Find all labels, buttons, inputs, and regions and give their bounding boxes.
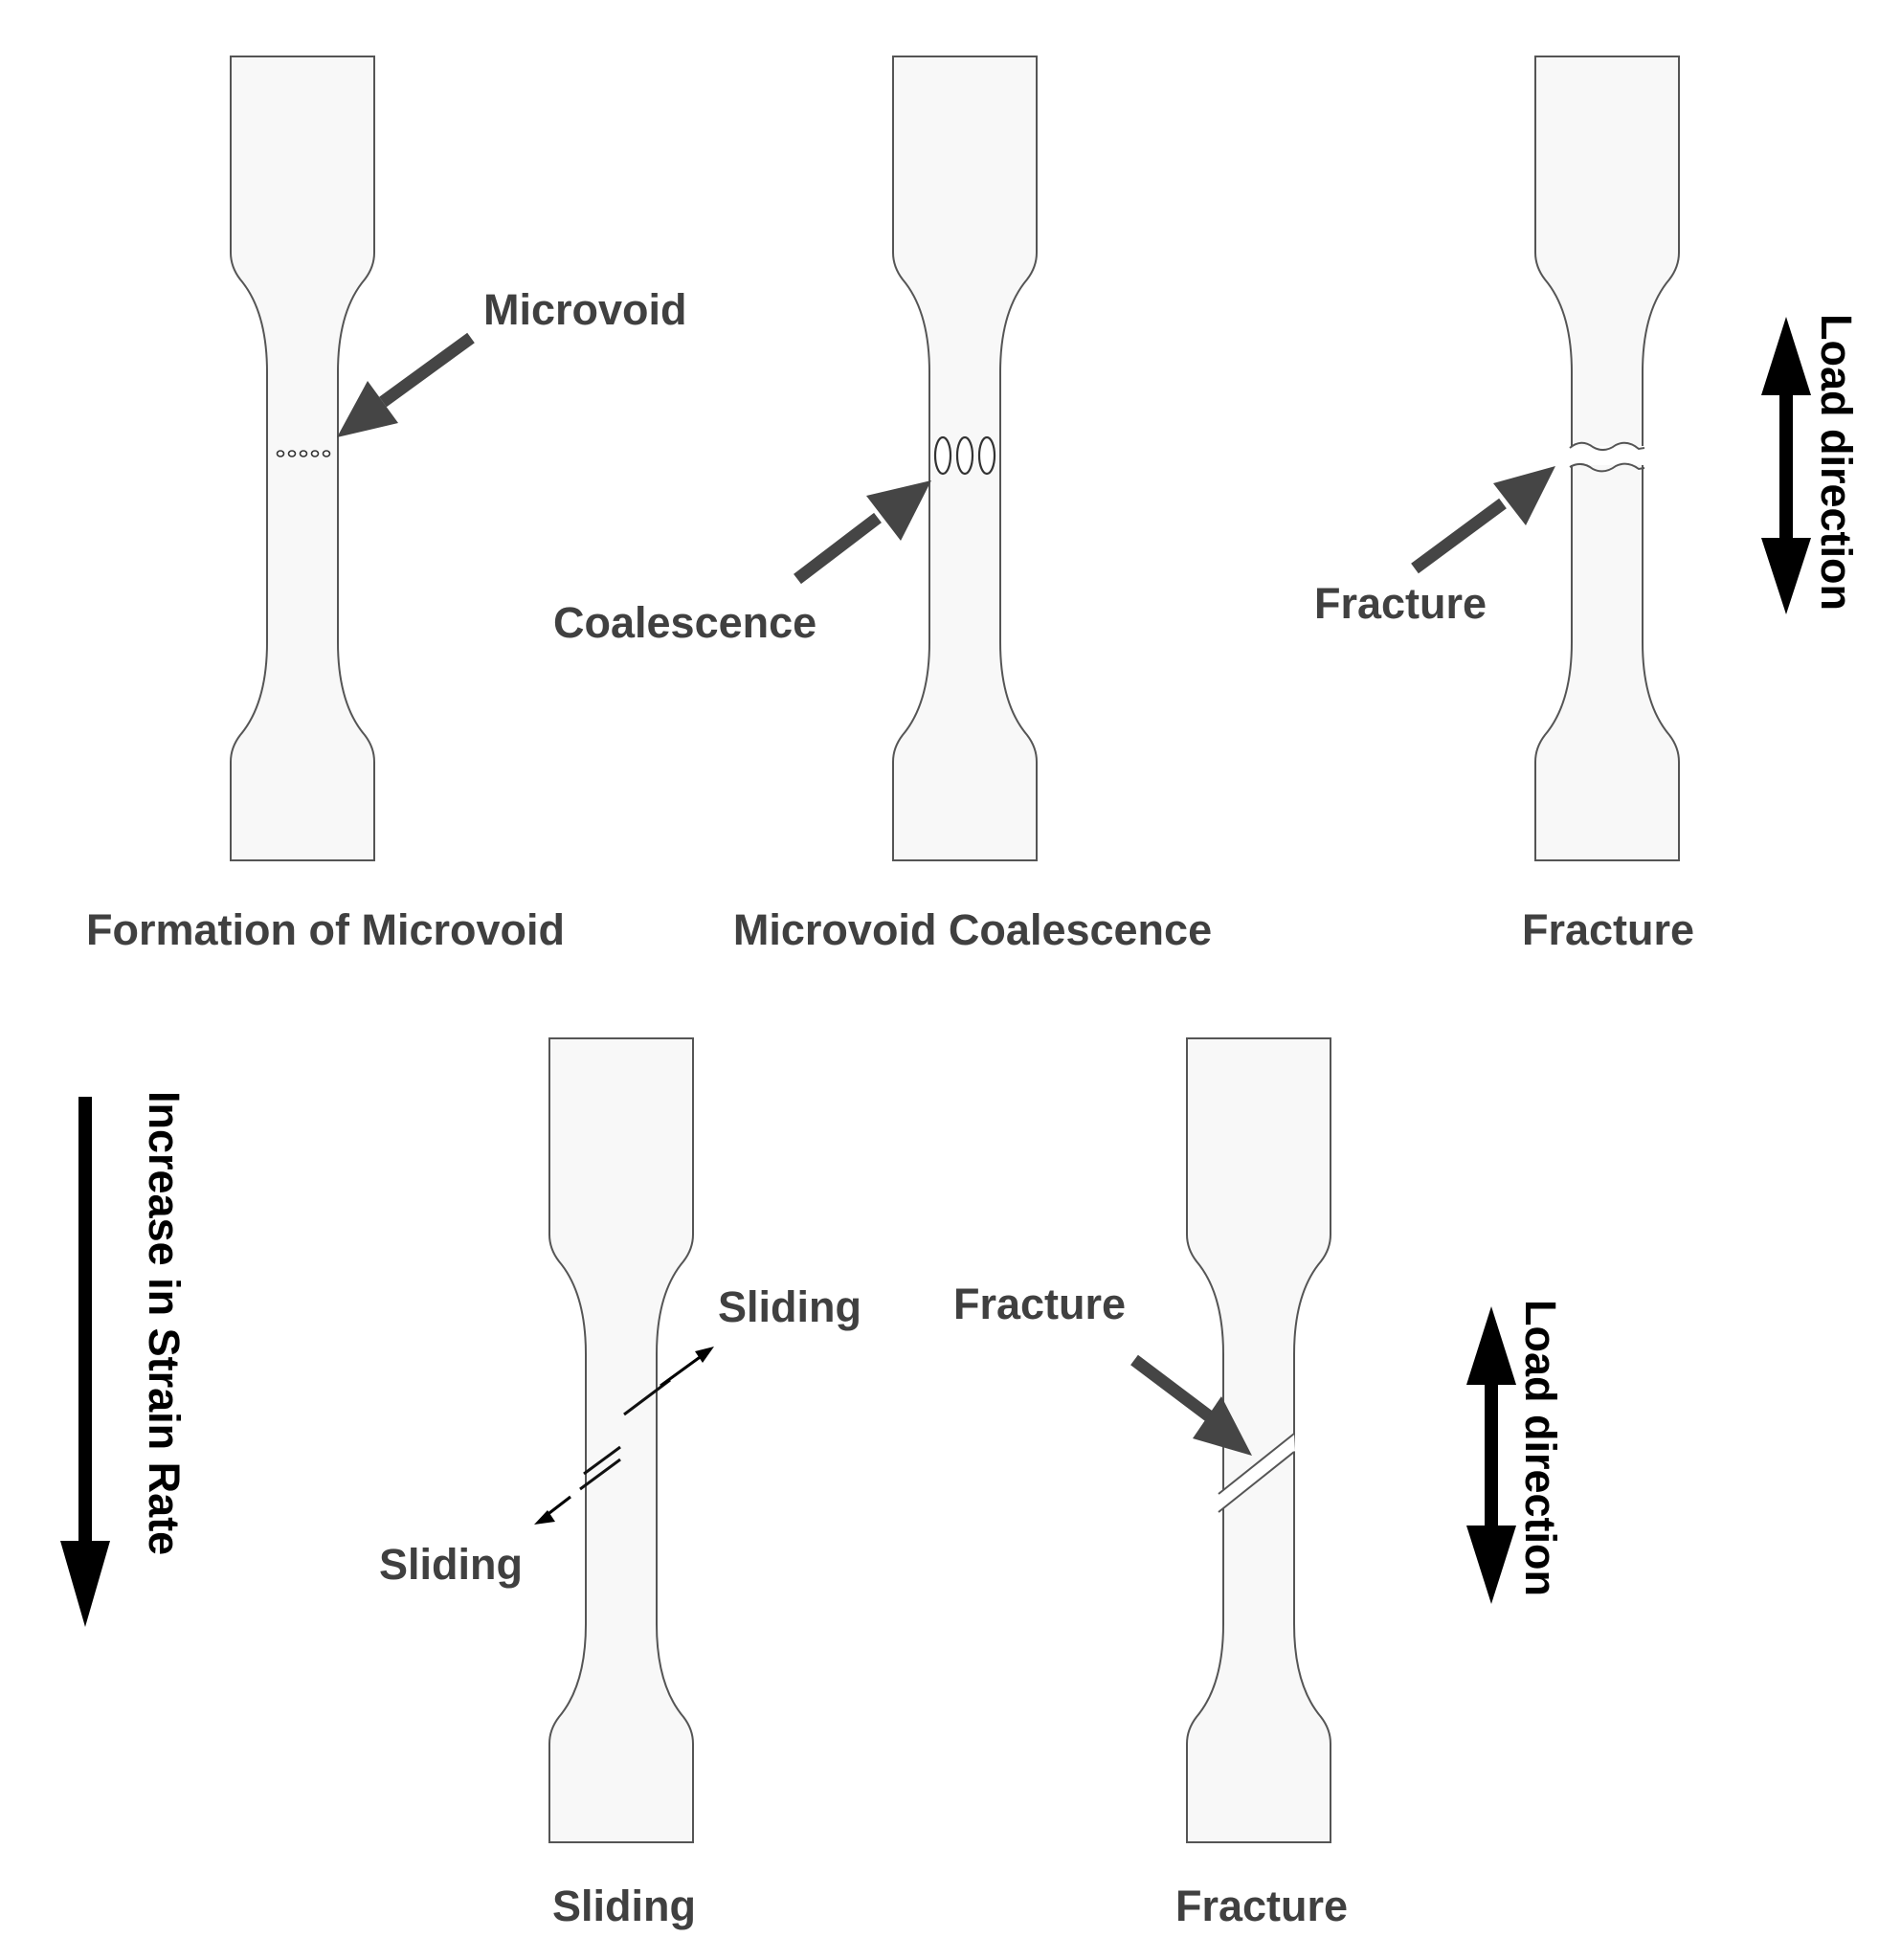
strain-rate-label: Increase in Strain Rate <box>140 1091 189 1555</box>
caption-fracture-bottom: Fracture <box>1175 1882 1348 1930</box>
microvoid-callout-arrow <box>337 332 475 437</box>
fracture-surface <box>1569 441 1645 473</box>
coalescence-label: Coalescence <box>553 598 816 647</box>
coalescence-callout-arrow <box>794 480 931 585</box>
microvoid-dots <box>276 450 331 457</box>
caption-fracture-top: Fracture <box>1522 905 1694 954</box>
specimen-formation <box>230 56 375 861</box>
microvoid-label: Microvoid <box>483 285 687 334</box>
fracture-top-callout-arrow <box>1411 466 1555 574</box>
fracture-bottom-callout-arrow <box>1130 1354 1252 1456</box>
caption-coalescence: Microvoid Coalescence <box>733 905 1212 954</box>
caption-sliding: Sliding <box>552 1882 696 1930</box>
slip-direction-arrows <box>534 1347 714 1525</box>
fracture-top-label: Fracture <box>1314 579 1487 628</box>
sliding-upper-label: Sliding <box>718 1282 861 1331</box>
specimen-fracture-top <box>1534 56 1680 861</box>
load-direction-bottom-arrow <box>1466 1306 1516 1604</box>
specimen-fracture-bottom <box>1186 1037 1331 1843</box>
load-direction-bottom-label: Load direction <box>1516 1300 1565 1596</box>
caption-formation: Formation of Microvoid <box>86 905 565 954</box>
strain-rate-arrow <box>60 1097 110 1627</box>
shear-fracture-surface <box>1218 1433 1295 1513</box>
specimen-sliding <box>534 1037 714 1843</box>
fracture-bottom-label: Fracture <box>953 1280 1126 1328</box>
sliding-lower-label: Sliding <box>379 1540 523 1589</box>
specimen-coalescence <box>892 56 1038 861</box>
load-direction-top-label: Load direction <box>1812 314 1861 611</box>
load-direction-top-arrow <box>1761 317 1811 614</box>
coalesced-voids <box>933 435 996 476</box>
